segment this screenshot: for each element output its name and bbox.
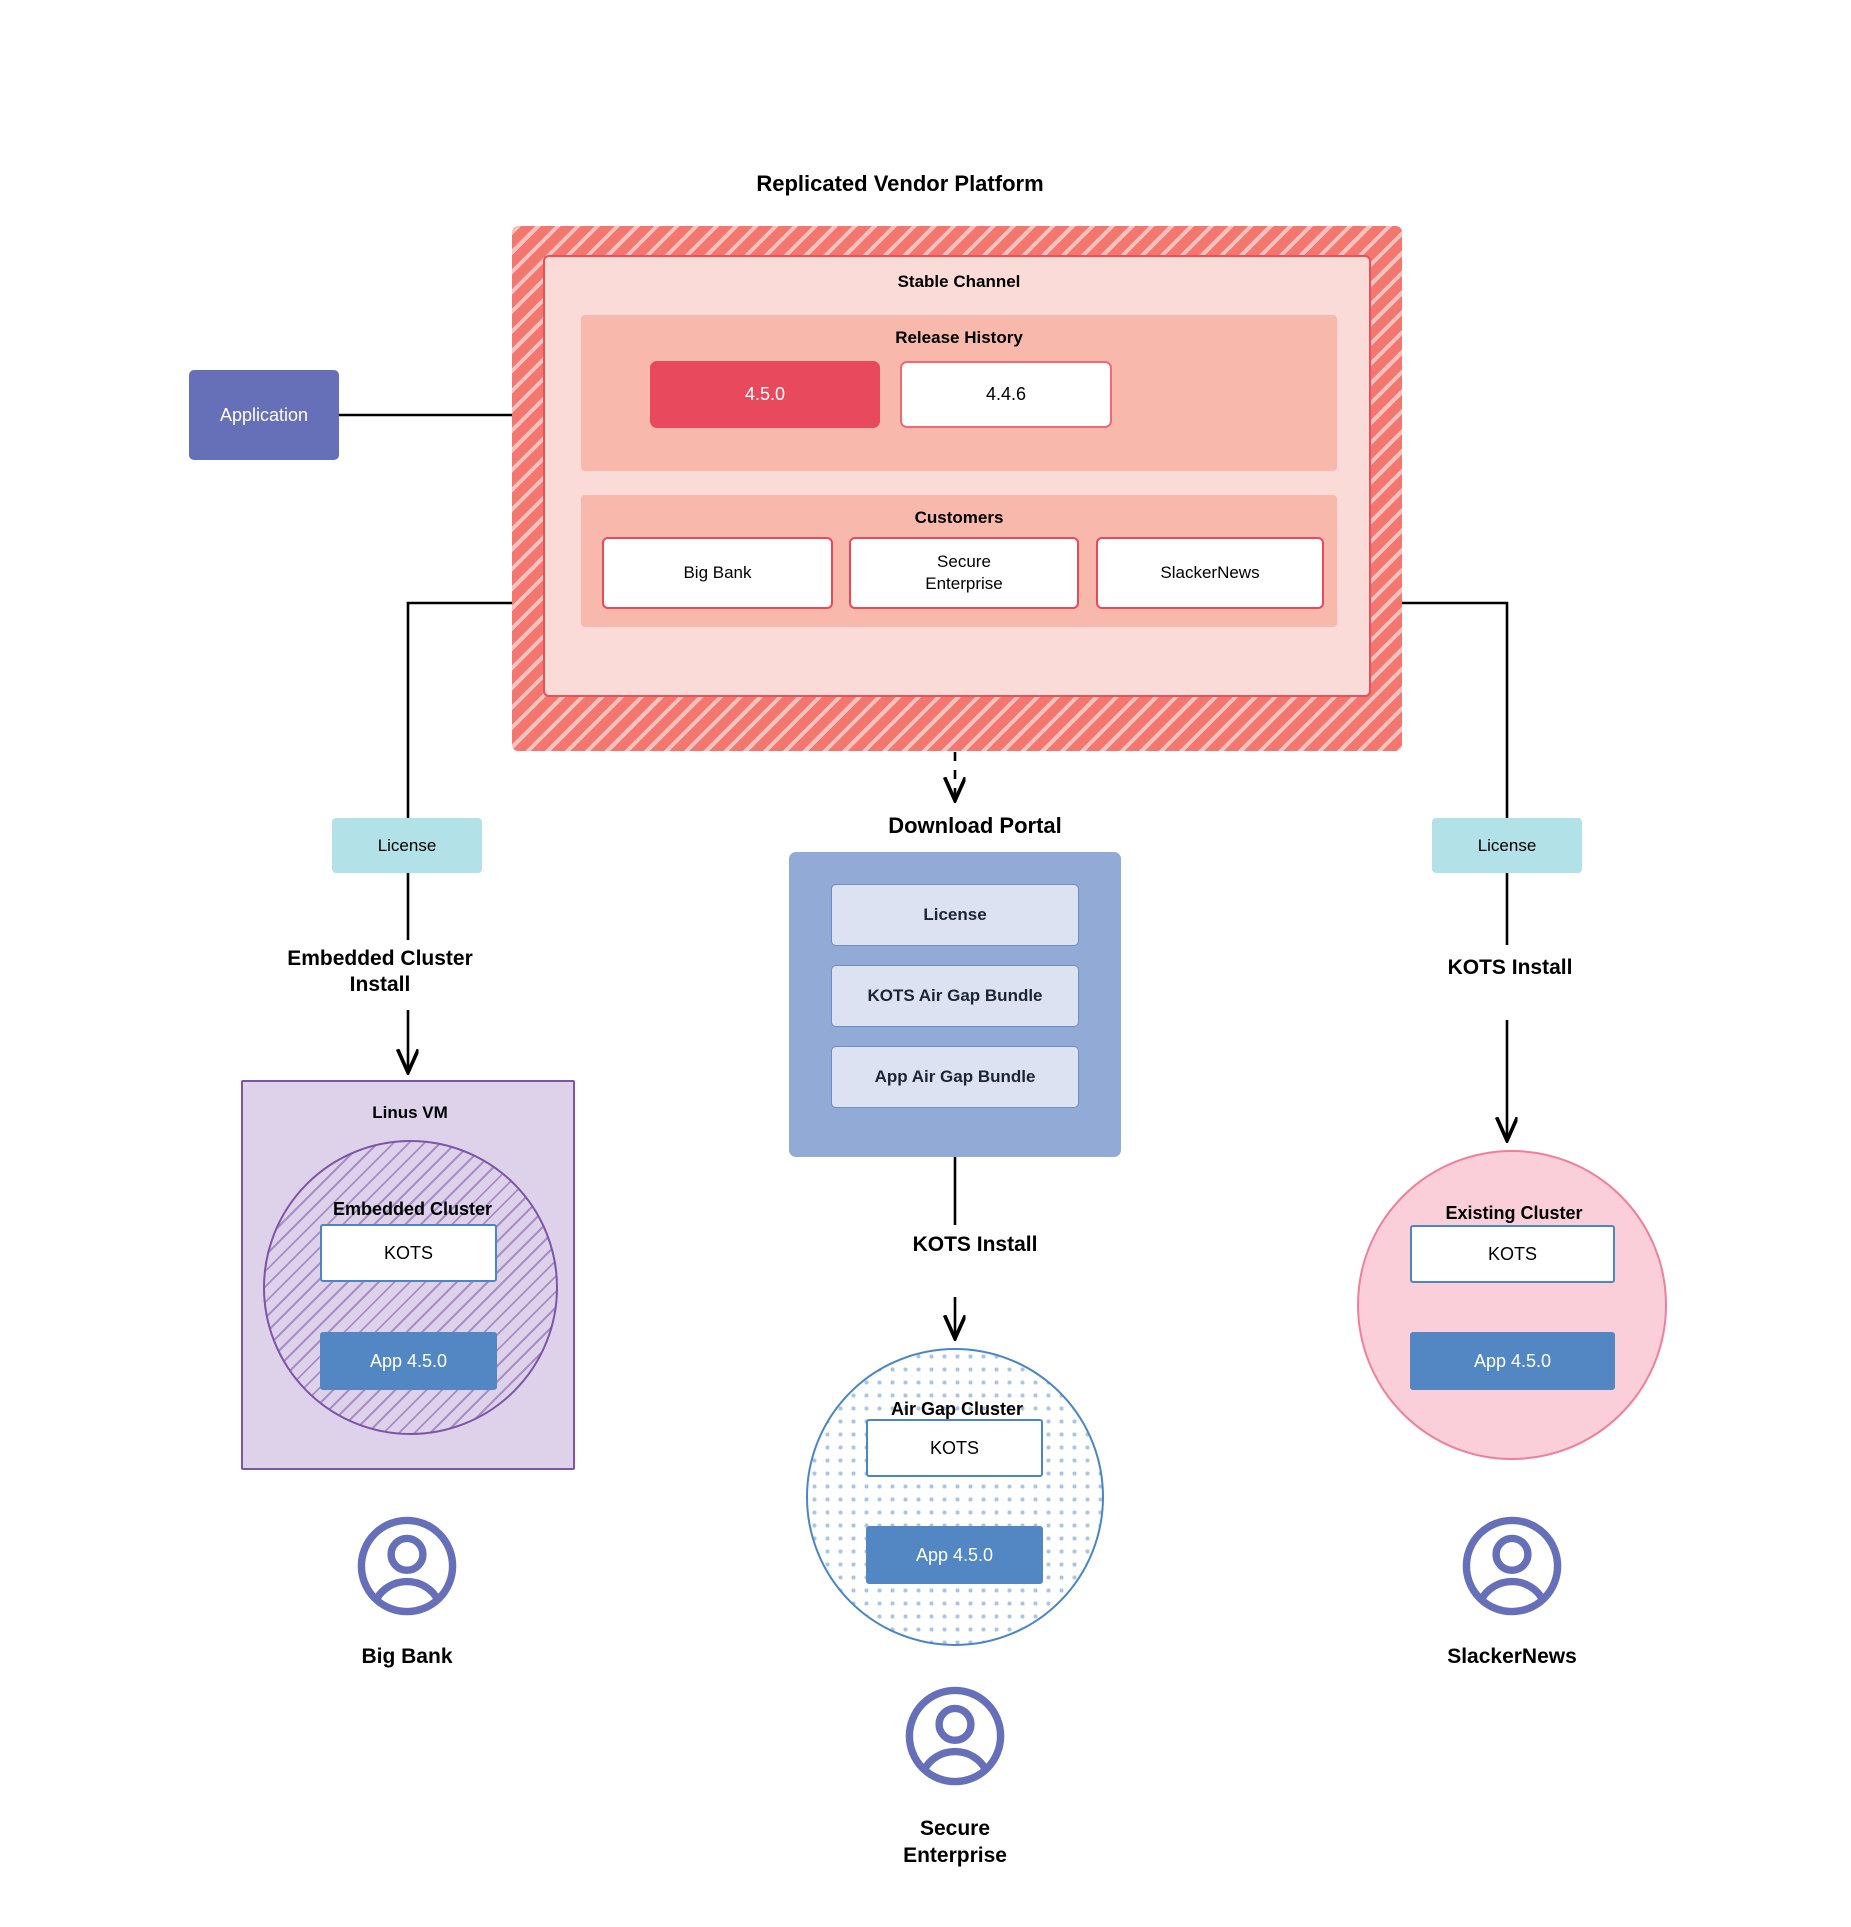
- customers-container: Customers Big Bank Secure Enterprise Sla…: [581, 495, 1337, 627]
- avatar-slackernews: [1459, 1513, 1565, 1624]
- linus-vm-label: Linus VM: [372, 1103, 448, 1122]
- user-avatar-icon: [905, 1686, 1005, 1786]
- embedded-cluster-label: Embedded Cluster: [332, 1199, 493, 1219]
- download-portal-container: License KOTS Air Gap Bundle App Air Gap …: [789, 852, 1121, 1157]
- release-chip-previous[interactable]: 4.4.6: [900, 361, 1112, 428]
- avatar-big-bank: [354, 1513, 460, 1624]
- stable-channel-label: Stable Channel: [897, 272, 1021, 291]
- user-avatar-icon: [1462, 1516, 1562, 1616]
- release-history-container: Release History 4.5.0 4.4.6: [581, 315, 1337, 471]
- kots-node-center[interactable]: KOTS: [866, 1419, 1043, 1477]
- end-user-label-slackernews: SlackerNews: [1447, 1645, 1577, 1668]
- existing-cluster-circle: Existing Cluster: [1357, 1150, 1667, 1460]
- license-node-right[interactable]: License: [1432, 818, 1582, 873]
- avatar-secure-enterprise: [902, 1683, 1008, 1794]
- air-gap-cluster-circle: Air Gap Cluster: [806, 1348, 1104, 1646]
- customer-chip-slackernews[interactable]: SlackerNews: [1096, 537, 1324, 609]
- kots-node-right[interactable]: KOTS: [1410, 1225, 1615, 1283]
- replicated-vendor-platform: Stable Channel Release History 4.5.0 4.4…: [512, 226, 1402, 751]
- license-node-left[interactable]: License: [332, 818, 482, 873]
- embedded-cluster-install-label: Embedded Cluster Install: [287, 947, 473, 997]
- download-portal-title: Download Portal: [888, 813, 1062, 838]
- kots-install-label-center: KOTS Install: [912, 1233, 1038, 1256]
- stable-channel-container: Stable Channel Release History 4.5.0 4.4…: [543, 255, 1371, 697]
- customers-label: Customers: [914, 508, 1004, 527]
- customer-chip-big-bank[interactable]: Big Bank: [602, 537, 833, 609]
- air-gap-cluster-label: Air Gap Cluster: [890, 1399, 1024, 1419]
- embedded-cluster-circle: Embedded Cluster: [263, 1140, 558, 1435]
- app-node-center[interactable]: App 4.5.0: [866, 1526, 1043, 1584]
- release-history-label: Release History: [895, 328, 1023, 347]
- customer-chip-secure-enterprise[interactable]: Secure Enterprise: [849, 537, 1079, 609]
- page-title: Replicated Vendor Platform: [756, 171, 1044, 196]
- end-user-label-secure-enterprise: Secure Enterprise: [903, 1817, 1007, 1868]
- end-user-label-big-bank: Big Bank: [361, 1645, 453, 1668]
- kots-install-label-right: KOTS Install: [1447, 956, 1573, 979]
- app-node-right[interactable]: App 4.5.0: [1410, 1332, 1615, 1390]
- app-node-left[interactable]: App 4.5.0: [320, 1332, 497, 1390]
- release-chip-current[interactable]: 4.5.0: [650, 361, 880, 428]
- portal-item-app-air-gap-bundle[interactable]: App Air Gap Bundle: [831, 1046, 1079, 1108]
- existing-cluster-label: Existing Cluster: [1445, 1203, 1583, 1223]
- kots-node-left[interactable]: KOTS: [320, 1224, 497, 1282]
- portal-item-kots-air-gap-bundle[interactable]: KOTS Air Gap Bundle: [831, 965, 1079, 1027]
- application-node[interactable]: Application: [189, 370, 339, 460]
- portal-item-license[interactable]: License: [831, 884, 1079, 946]
- user-avatar-icon: [357, 1516, 457, 1616]
